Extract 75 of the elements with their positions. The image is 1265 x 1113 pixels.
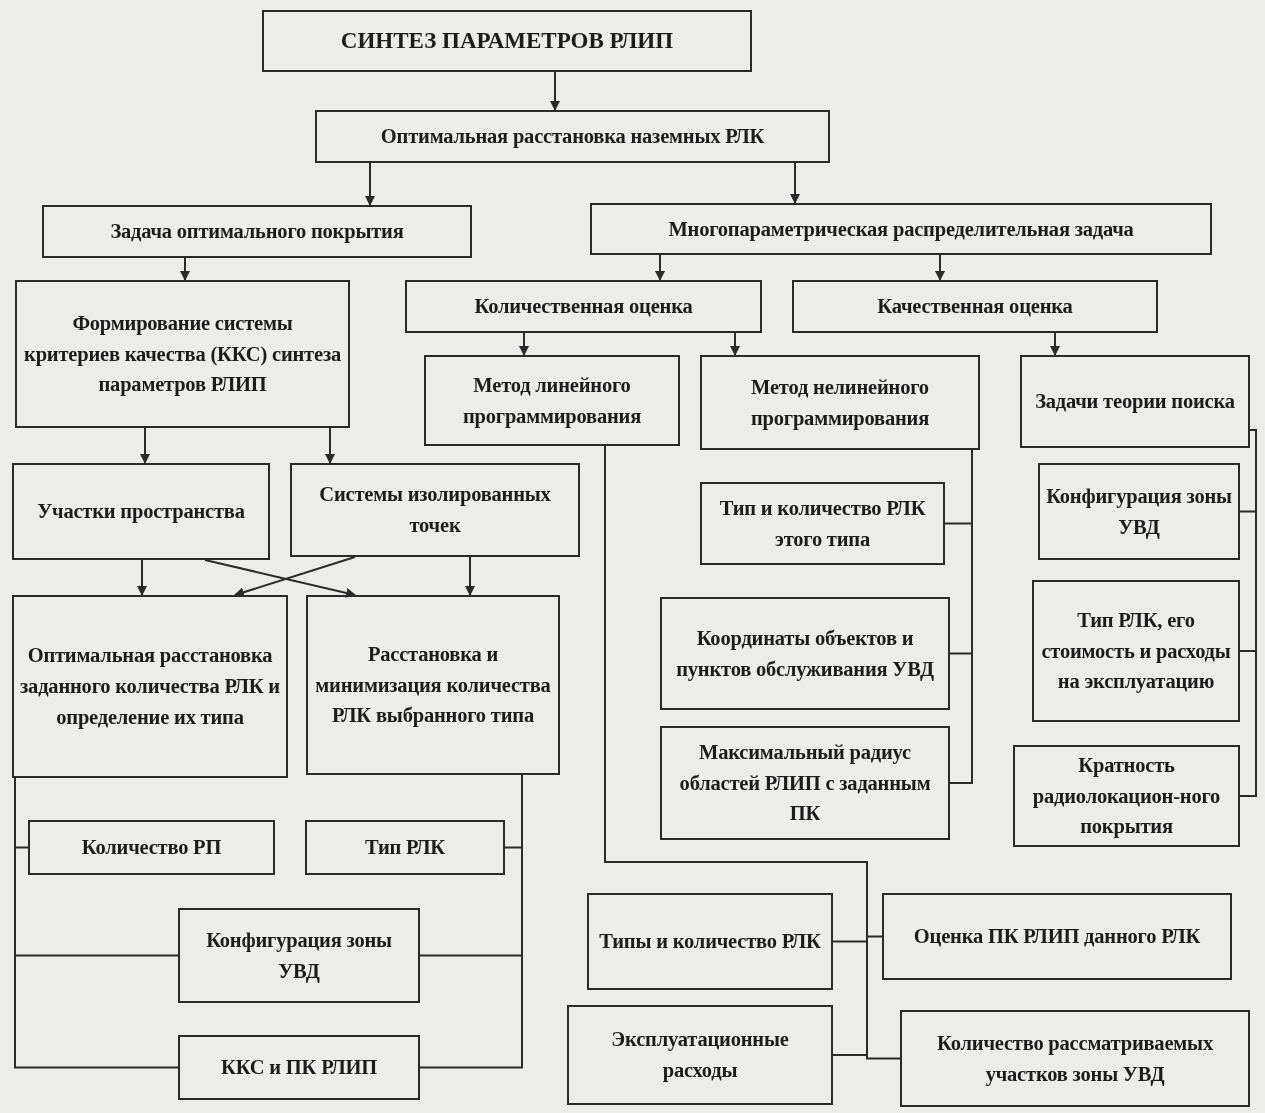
- process-box: [15, 280, 350, 428]
- process-box: [1038, 463, 1240, 560]
- arrow: [234, 556, 356, 598]
- process-box: [178, 1035, 420, 1100]
- box-label: Оценка ПК РЛИП данного РЛК: [913, 924, 1201, 950]
- box-label: Системы изолированных точек: [318, 482, 552, 538]
- box-label: Качественная оценка: [877, 294, 1073, 320]
- process-box: [315, 110, 830, 163]
- process-box: [660, 726, 950, 840]
- box-label: Координаты объектов и пунктов обслуживания УВД: [675, 625, 935, 683]
- process-box: [900, 1010, 1250, 1107]
- connector-line: [1239, 429, 1257, 797]
- process-box: [700, 355, 980, 450]
- arrow: [550, 71, 560, 111]
- process-box: [882, 893, 1232, 980]
- connector-line: [14, 777, 179, 1069]
- process-box: [1032, 580, 1240, 722]
- process-box: [1013, 745, 1240, 847]
- arrow: [365, 162, 375, 206]
- box-label: Тип РЛК: [364, 835, 446, 861]
- process-box: [1020, 355, 1250, 448]
- box-label: Конфигурация зоны УВД: [205, 927, 393, 985]
- process-box: [405, 280, 762, 333]
- box-label: Оптимальная расстановка заданного количества РЛК и определение их типа: [20, 643, 280, 731]
- process-box: [590, 203, 1212, 255]
- process-box: [12, 595, 288, 778]
- arrow: [140, 427, 150, 464]
- box-label: Количество рассматриваемых участков зоны УВД: [936, 1030, 1214, 1088]
- title-text: СИНТЕЗ ПАРАМЕТРОВ РЛИП: [340, 26, 674, 55]
- box-label: Задачи теории поиска: [1035, 389, 1235, 415]
- process-box: [792, 280, 1158, 333]
- box-label: Задача оптимального покрытия: [110, 219, 404, 245]
- arrow: [1050, 332, 1060, 356]
- arrow: [730, 332, 740, 356]
- box-label: Многопараметрическая распределительная задача: [668, 216, 1134, 243]
- box-label: Формирование системы критериев качества (ККС) синтеза параметров РЛИП: [23, 310, 342, 398]
- box-label: Количество РП: [81, 835, 222, 861]
- process-box: [567, 1005, 833, 1105]
- arrow: [180, 257, 190, 281]
- box-label: Количественная оценка: [474, 294, 693, 320]
- process-box: [587, 893, 833, 990]
- title-box: [262, 10, 752, 72]
- arrow: [790, 162, 800, 204]
- box-label: Типы и количество РЛК: [599, 929, 821, 955]
- process-box: [12, 463, 270, 560]
- arrow: [465, 556, 475, 596]
- connector-line: [419, 774, 523, 1069]
- arrow: [204, 559, 356, 598]
- process-box: [305, 820, 505, 875]
- process-box: [660, 597, 950, 710]
- box-label: Максимальный радиус областей РЛИП с заданным ПК: [678, 739, 932, 827]
- box-label: Кратность радиолокацион-ного покрытия: [1031, 752, 1222, 840]
- process-box: [28, 820, 275, 875]
- box-label: Метод линейного программирования: [461, 372, 643, 430]
- process-box: [178, 908, 420, 1003]
- arrow: [325, 427, 335, 464]
- box-label: Участки пространства: [37, 499, 245, 525]
- process-box: [42, 205, 472, 258]
- process-box: [290, 463, 580, 557]
- box-label: Оптимальная расстановка наземных РЛК: [380, 124, 765, 150]
- arrow: [655, 254, 665, 281]
- box-label: Тип РЛК, его стоимость и расходы на эксплуатацию: [1040, 607, 1232, 695]
- connector-line: [949, 449, 973, 784]
- arrow: [519, 332, 529, 356]
- process-box: [306, 595, 560, 775]
- process-box: [424, 355, 680, 446]
- box-label: Конфигурация зоны УВД: [1046, 483, 1232, 541]
- arrow: [935, 254, 945, 281]
- box-label: Эксплуатационные расходы: [610, 1027, 790, 1084]
- box-label: Расстановка и минимизация количества РЛК выбранного типа: [314, 641, 552, 729]
- box-label: Тип и количество РЛК этого типа: [718, 495, 927, 552]
- box-label: Метод нелинейного программирования: [749, 374, 931, 432]
- process-box: [700, 482, 945, 565]
- box-label: ККС и ПК РЛИП: [220, 1055, 377, 1081]
- arrow: [137, 559, 147, 596]
